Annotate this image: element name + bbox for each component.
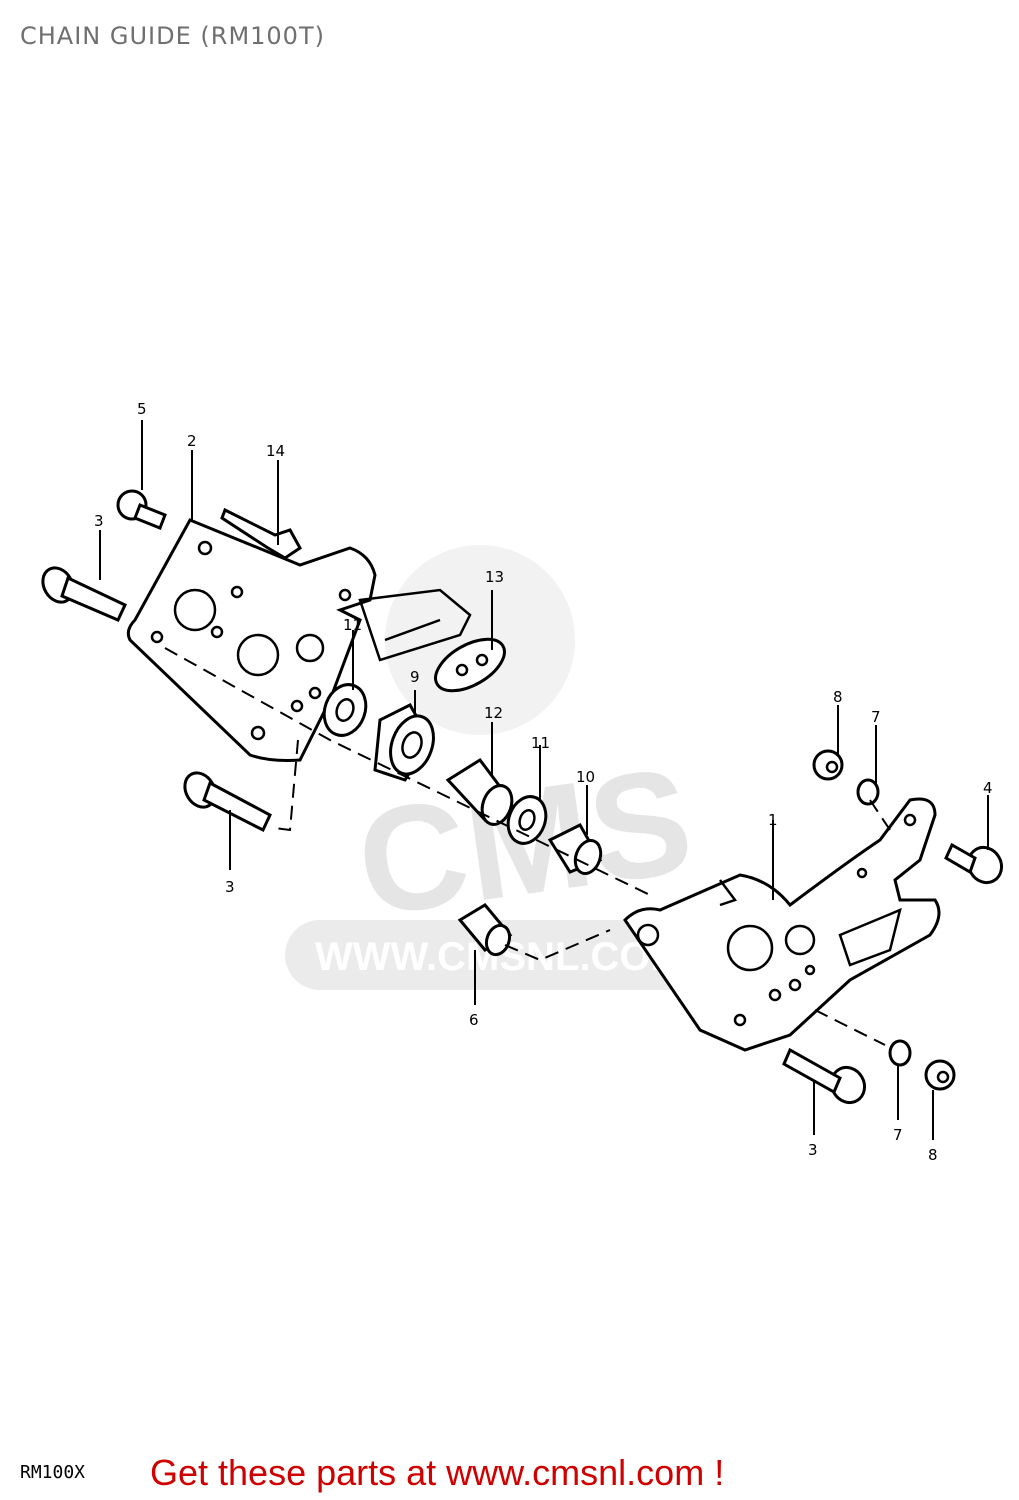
model-code: RM100X: [20, 1462, 86, 1483]
callout-3-lower: 3: [808, 1141, 818, 1159]
bolt-left-lower: [183, 771, 272, 833]
callout-3-middle: 3: [225, 878, 235, 896]
roller-9: [373, 703, 435, 782]
callout-14: 14: [266, 442, 285, 460]
callout-9: 9: [410, 668, 420, 686]
callout-3-upper: 3: [94, 512, 104, 530]
callout-6: 6: [469, 1011, 479, 1029]
callout-11-right: 11: [531, 734, 550, 752]
spacer-6: [457, 903, 513, 957]
nut-8-lower: [924, 1059, 956, 1091]
left-guide-plate: [126, 518, 472, 762]
callout-7-lower: 7: [893, 1126, 903, 1144]
callout-8-upper: 8: [833, 688, 843, 706]
callout-7-upper: 7: [871, 708, 881, 726]
callout-10: 10: [576, 768, 595, 786]
callout-2: 2: [187, 432, 197, 450]
bolt-left-upper: [41, 566, 127, 622]
spacer-10: [547, 823, 603, 875]
bolt-small: [116, 489, 167, 530]
callout-12: 12: [484, 704, 503, 722]
spacer-12: [445, 757, 514, 826]
callout-1: 1: [768, 811, 778, 829]
washer-7-lower: [888, 1039, 912, 1067]
plate-13: [434, 637, 506, 693]
callout-11-left: 11: [343, 616, 362, 634]
callout-4: 4: [983, 779, 993, 797]
nut-8-upper: [812, 749, 844, 781]
washer-7-upper: [856, 778, 880, 806]
bolt-right-lower: [782, 1047, 867, 1105]
callout-5: 5: [137, 400, 147, 418]
promo-banner[interactable]: Get these parts at www.cmsnl.com !: [150, 1452, 725, 1493]
right-guide-plate: [623, 797, 941, 1052]
callout-13: 13: [485, 568, 504, 586]
bolt-right-upper: [944, 842, 1004, 885]
diagram-title: CHAIN GUIDE (RM100T): [20, 22, 325, 50]
callout-8-lower: 8: [928, 1146, 938, 1164]
